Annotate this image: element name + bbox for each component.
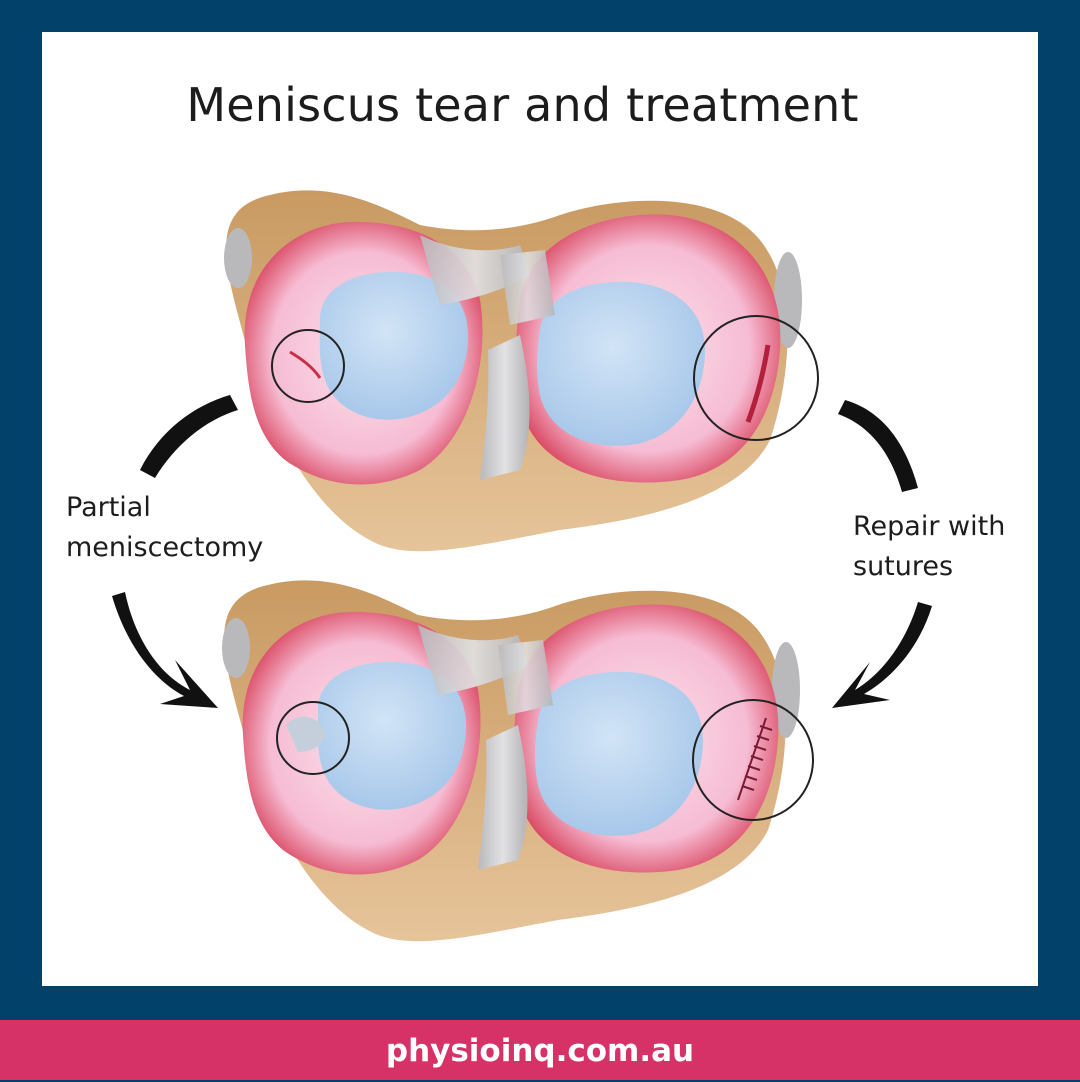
knee-after-treatment xyxy=(222,580,814,942)
website-url[interactable]: physioinq.com.au xyxy=(385,1033,695,1069)
label-left-line1: Partial xyxy=(66,492,151,523)
arrow-bottom-left xyxy=(112,592,218,708)
tear-highlight-left xyxy=(271,329,345,403)
label-right-line1: Repair with xyxy=(853,511,1006,542)
medial-tear-mark xyxy=(289,350,322,379)
meniscectomy-highlight xyxy=(276,701,350,775)
label-right-line2: sutures xyxy=(853,551,954,582)
trimmed-meniscus-area xyxy=(286,716,325,752)
tear-highlight-right xyxy=(693,315,819,441)
suture-highlight xyxy=(692,699,814,821)
knee-with-tear xyxy=(224,190,819,552)
lateral-tear-mark xyxy=(745,344,771,423)
suture-line xyxy=(737,717,773,801)
diagram-title: Meniscus tear and treatment xyxy=(186,78,859,132)
footer-banner: physioinq.com.au xyxy=(0,1020,1080,1080)
arrow-bottom-right xyxy=(832,602,932,708)
arrow-top-right xyxy=(838,400,918,492)
label-left-line2: meniscectomy xyxy=(66,532,264,563)
label-repair-with-sutures: Repair with sutures xyxy=(853,507,1005,587)
label-partial-meniscectomy: Partial meniscectomy xyxy=(66,488,263,568)
arrow-top-left xyxy=(140,395,238,478)
